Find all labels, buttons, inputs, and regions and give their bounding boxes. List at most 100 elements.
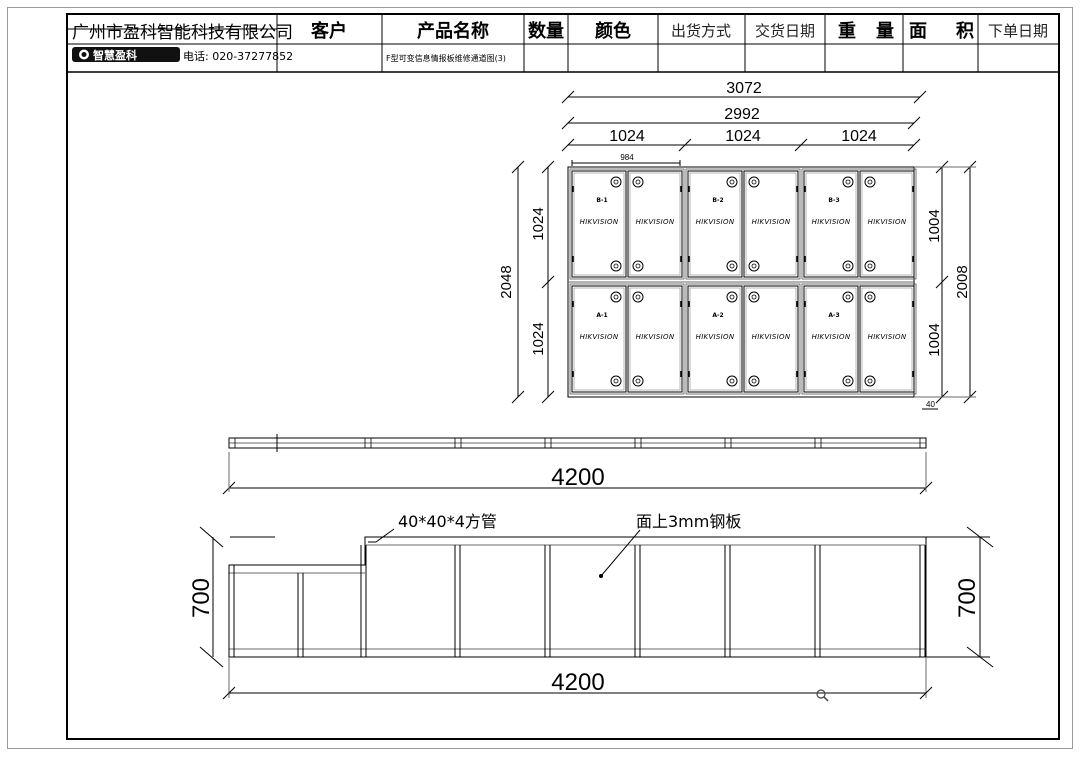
- note-steel-plate: 面上3mm钢板: [636, 512, 741, 531]
- dim-side-height-right: 700: [926, 526, 994, 668]
- dim-row-bottom-left: 1024: [530, 322, 547, 355]
- side-post: [544, 545, 551, 657]
- top-view: 4200: [222, 434, 933, 495]
- dim-left-heights: 2048 1024 1024: [498, 160, 555, 404]
- dim-side-length: 4200: [222, 657, 933, 700]
- dim-total-height-left: 2048: [498, 265, 515, 298]
- company-phone: 电话: 020-37277852: [183, 50, 293, 63]
- front-view: 3072 2992 1024 1024 1024: [498, 80, 977, 410]
- side-post: [634, 545, 641, 657]
- svg-text:700: 700: [188, 578, 215, 618]
- header-area-1: 面: [909, 21, 927, 42]
- plan-post: [454, 437, 462, 449]
- dim-row-bottom-right: 1004: [926, 323, 943, 356]
- cabinet-door: HIKVISION: [743, 285, 799, 393]
- svg-text:2992: 2992: [724, 106, 760, 123]
- side-posts: [228, 545, 926, 657]
- title-block: 广州市盈科智能科技有限公司 智慧盈科 电话: 020-37277852 客户 产…: [66, 13, 1060, 740]
- cabinet-door: HIKVISION: [687, 170, 743, 278]
- cabinet-door: HIKVISION: [803, 170, 859, 278]
- dim-row-top-left: 1024: [530, 207, 547, 240]
- cabinet-label: A-3: [828, 312, 839, 319]
- cabinet-module: HIKVISION HIKVISION B-1: [569, 168, 685, 280]
- side-post: [360, 545, 367, 657]
- cabinet-door: HIKVISION: [803, 285, 859, 393]
- dim-column-widths: 1024 1024 1024: [561, 128, 921, 152]
- brand-label: HIKVISION: [868, 218, 907, 226]
- dim-top-length: 4200: [222, 452, 933, 495]
- note-square-tube: 40*40*4方管: [398, 512, 497, 531]
- magnifier-icon[interactable]: [816, 689, 829, 702]
- svg-text:3072: 3072: [726, 80, 762, 97]
- svg-text:4200: 4200: [551, 669, 604, 696]
- cabinet-label: B-1: [596, 197, 607, 204]
- plan-post: [364, 437, 372, 449]
- cabinet-label: B-2: [712, 197, 723, 204]
- header-shipping: 出货方式: [671, 22, 731, 40]
- plan-post: [724, 437, 732, 449]
- svg-text:1024: 1024: [609, 128, 645, 145]
- cabinet-module: HIKVISION HIKVISION B-3: [801, 168, 917, 280]
- dim-side-height-left: 700: [188, 526, 224, 668]
- dim-total-height-right: 2008: [954, 265, 971, 298]
- header-product-name: 产品名称: [417, 20, 489, 42]
- cabinet-door: HIKVISION: [571, 285, 627, 393]
- cabinet-label: B-3: [828, 197, 839, 204]
- brand-label: HIKVISION: [868, 333, 907, 341]
- dim-inner-width: 2992: [561, 106, 921, 130]
- svg-text:1024: 1024: [725, 128, 761, 145]
- side-post: [919, 545, 926, 657]
- dim-door-width: 984: [571, 153, 681, 166]
- product-name-value: F型可变信息情报板维修通道图(3): [386, 53, 506, 63]
- company-name: 广州市盈科智能科技有限公司: [72, 23, 293, 43]
- sheet-frame: [66, 13, 1060, 740]
- brand-label: HIKVISION: [696, 333, 735, 341]
- brand-label: HIKVISION: [812, 218, 851, 226]
- cabinet-door: HIKVISION: [743, 170, 799, 278]
- brand-label: HIKVISION: [580, 218, 619, 226]
- side-post: [814, 545, 821, 657]
- cabinet-label: A-1: [596, 312, 607, 319]
- side-post: [454, 545, 461, 657]
- header-weight-1: 重: [838, 20, 856, 42]
- side-post: [297, 573, 304, 657]
- header-quantity: 数量: [528, 20, 564, 42]
- header-area-2: 积: [956, 21, 974, 42]
- plan-post: [814, 437, 822, 449]
- plan-post: [919, 437, 927, 449]
- brand-label: HIKVISION: [636, 333, 675, 341]
- brand-label: HIKVISION: [752, 333, 791, 341]
- cabinet-label: A-2: [712, 312, 723, 319]
- header-order-date: 下单日期: [988, 22, 1048, 40]
- header-color: 颜色: [595, 20, 631, 42]
- cabinet-door: HIKVISION: [687, 285, 743, 393]
- dim-row-top-right: 1004: [926, 209, 943, 242]
- plan-posts: [228, 437, 927, 449]
- side-view: 40*40*4方管 面上3mm钢板 700 700: [188, 512, 994, 700]
- side-post: [724, 545, 731, 657]
- svg-text:984: 984: [620, 153, 634, 162]
- svg-text:4200: 4200: [551, 464, 604, 491]
- svg-text:700: 700: [954, 578, 981, 618]
- dim-gap: 40: [926, 400, 935, 409]
- cabinet-door: HIKVISION: [859, 170, 915, 278]
- side-post: [228, 565, 235, 657]
- cabinet-door: HIKVISION: [859, 285, 915, 393]
- walkway-elevation-outline: [228, 536, 927, 658]
- cabinet-module: HIKVISION HIKVISION A-1: [569, 283, 685, 395]
- header-customer: 客户: [311, 20, 347, 42]
- brand-label: HIKVISION: [580, 333, 619, 341]
- brand-label: HIKVISION: [752, 218, 791, 226]
- header-delivery-date: 交货日期: [755, 22, 815, 40]
- viewer-border: [7, 7, 1073, 749]
- cabinet-door: HIKVISION: [571, 170, 627, 278]
- cabinet-door: HIKVISION: [627, 170, 683, 278]
- brand-label: HIKVISION: [636, 218, 675, 226]
- plan-post: [544, 437, 552, 449]
- company-logo: 智慧盈科: [72, 47, 180, 62]
